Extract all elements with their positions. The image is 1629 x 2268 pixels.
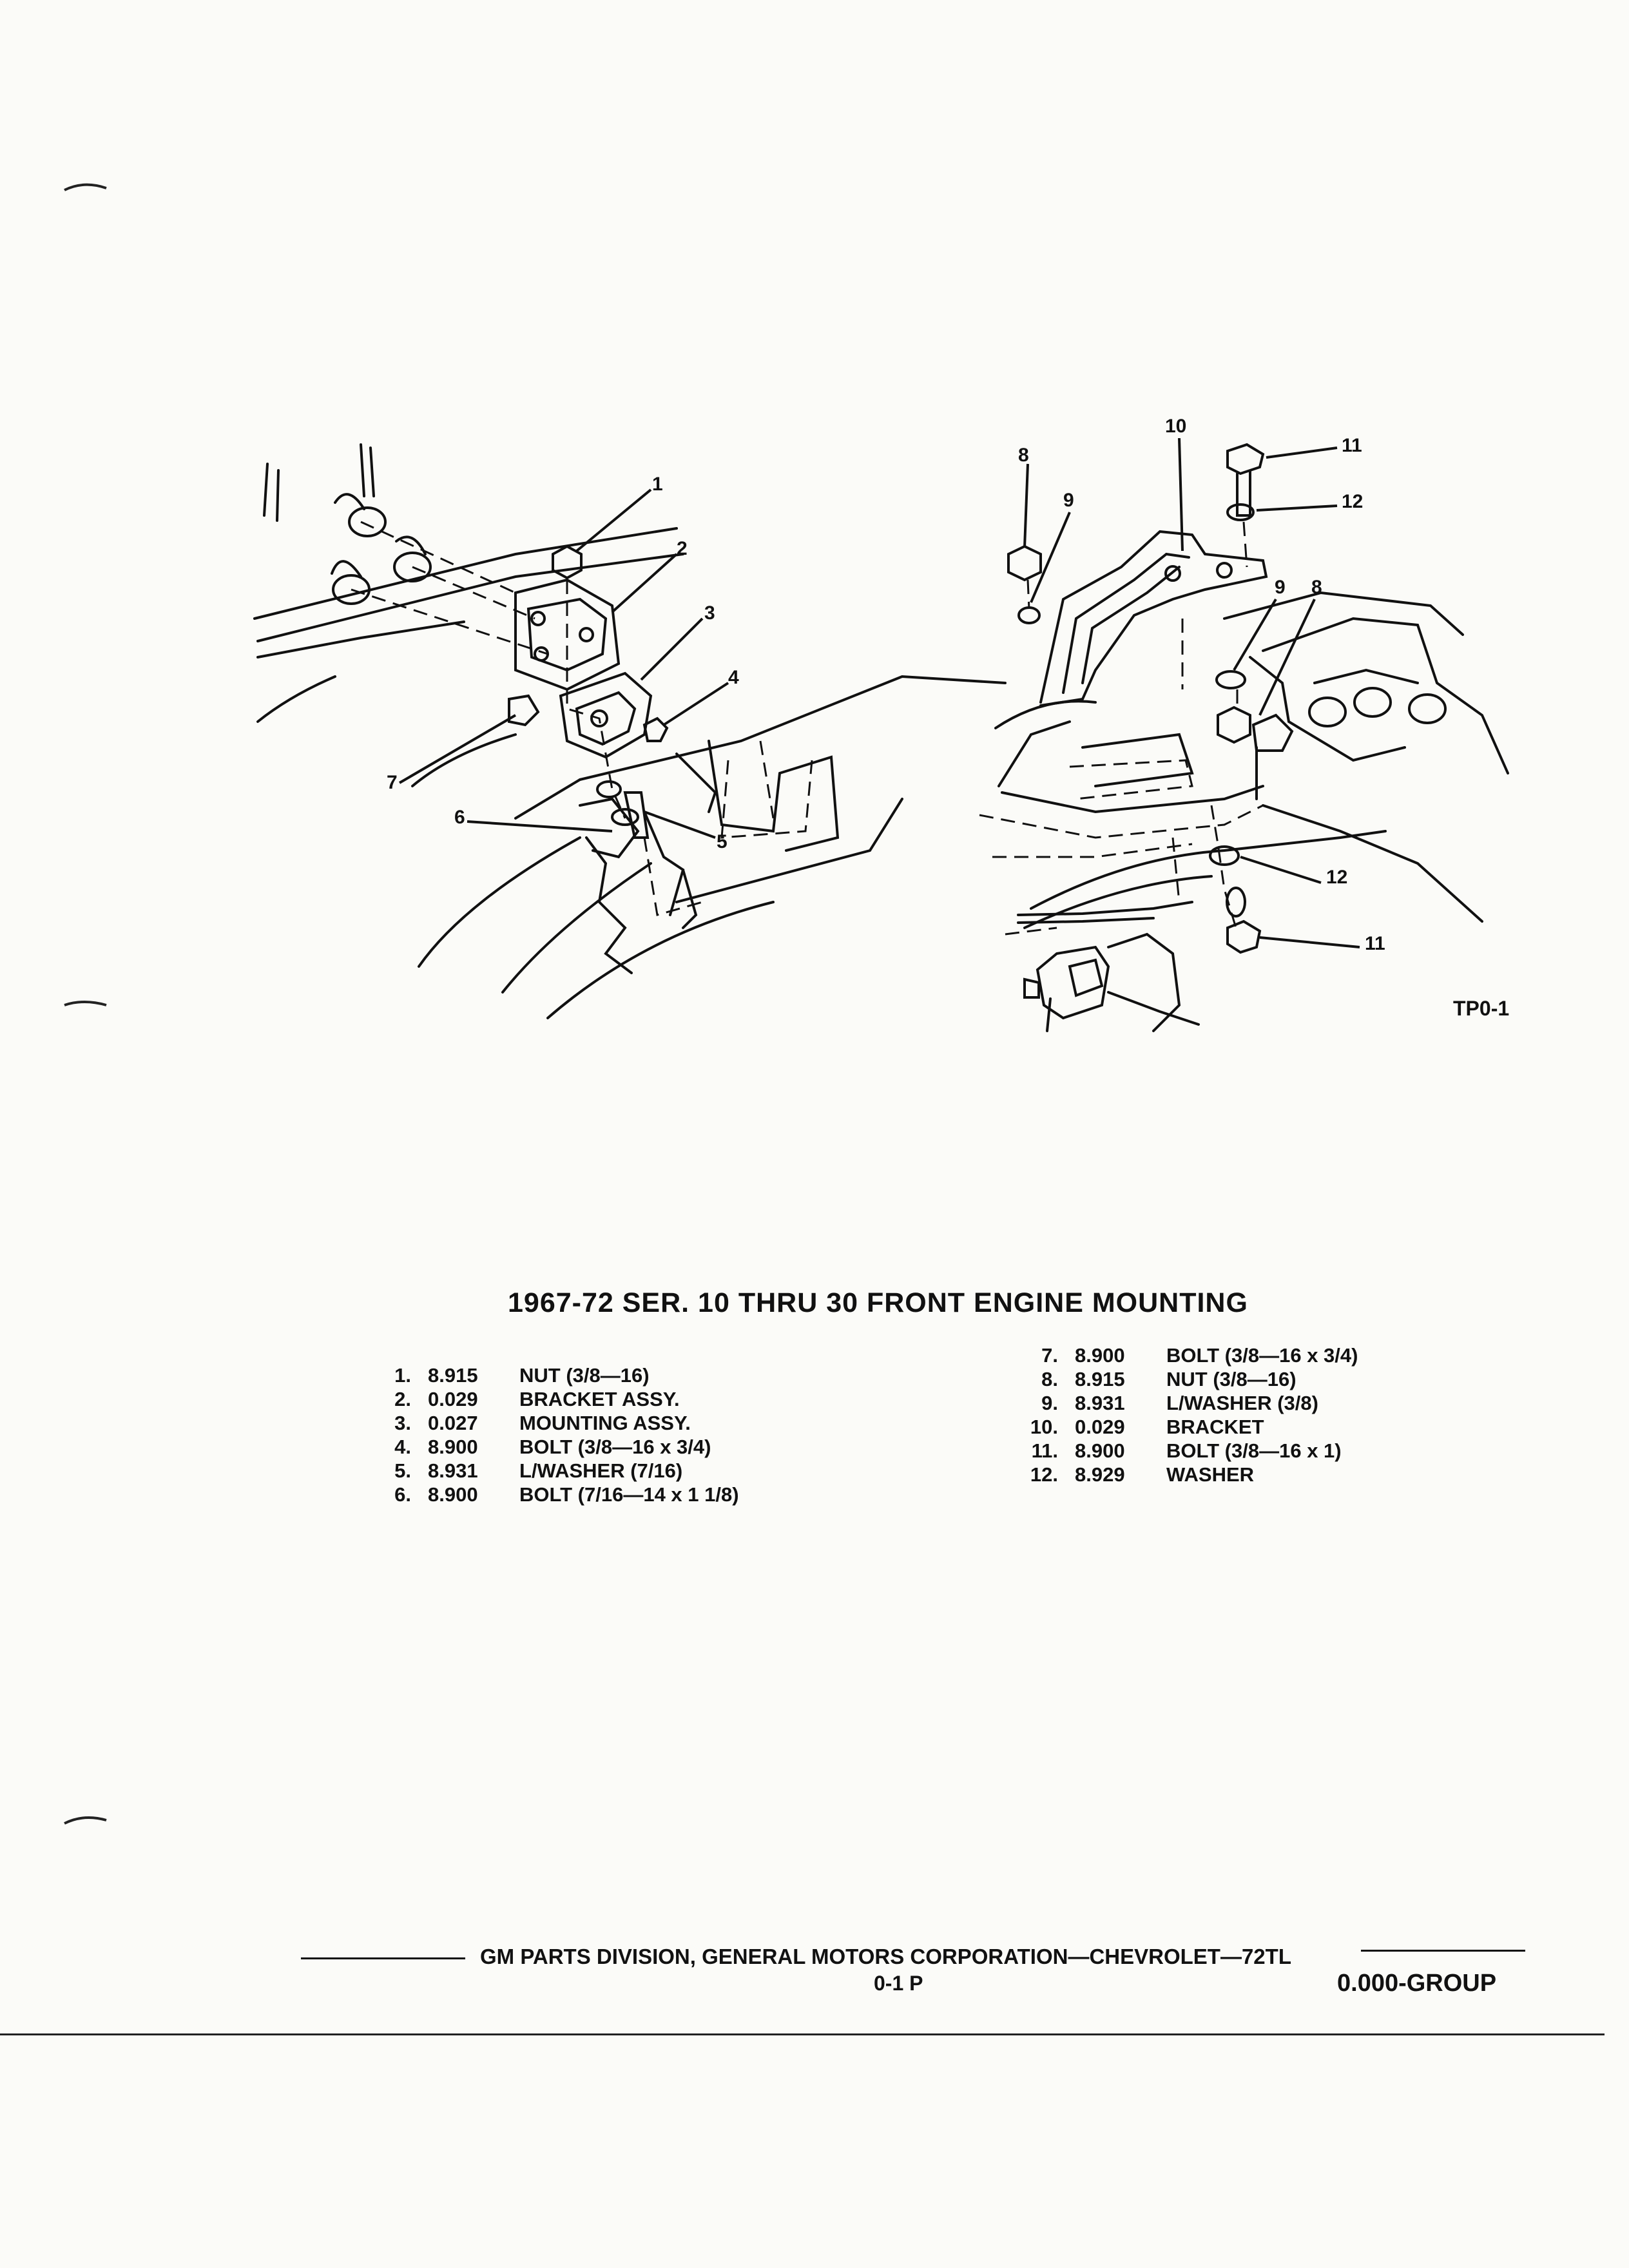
part-code: 8.900 — [1075, 1439, 1125, 1462]
part-number: 7. — [1041, 1344, 1058, 1367]
parts-row: 2. 0.029 BRACKET ASSY. — [362, 1387, 739, 1411]
part-code: 8.900 — [428, 1436, 478, 1458]
parts-row: 11. 8.900 BOLT (3/8—16 x 1) — [1009, 1439, 1358, 1463]
callout-5: 5 — [717, 831, 728, 852]
right-assembly-drawing — [994, 443, 1509, 1032]
part-number: 3. — [394, 1412, 411, 1434]
part-description: BOLT (3/8—16 x 1) — [1166, 1439, 1342, 1462]
part-description: BRACKET ASSY. — [519, 1388, 680, 1410]
part-code: 8.915 — [428, 1364, 478, 1387]
part-description: WASHER — [1166, 1463, 1255, 1486]
parts-list-left: 1. 8.915 NUT (3/8—16) 2. 0.029 BRACKET ASSY.… — [362, 1363, 739, 1506]
part-description: MOUNTING ASSY. — [519, 1412, 691, 1434]
part-code: 8.931 — [1075, 1392, 1125, 1414]
left-assembly-drawing — [253, 443, 1007, 1019]
parts-list-right: 7. 8.900 BOLT (3/8—16 x 3/4) 8. 8.915 NUT (3… — [1009, 1343, 1358, 1486]
parts-row: 7. 8.900 BOLT (3/8—16 x 3/4) — [1009, 1343, 1358, 1367]
part-description: L/WASHER (3/8) — [1166, 1392, 1318, 1414]
footer-division: GM PARTS DIVISION, GENERAL MOTORS CORPOR… — [480, 1945, 1291, 1968]
parts-row: 6. 8.900 BOLT (7/16—14 x 1 1/8) — [362, 1483, 739, 1506]
parts-row: 1. 8.915 NUT (3/8—16) — [362, 1363, 739, 1387]
part-description: NUT (3/8—16) — [1166, 1368, 1296, 1390]
part-number: 6. — [394, 1483, 411, 1506]
page-title: 1967-72 SER. 10 THRU 30 FRONT ENGINE MOU… — [508, 1287, 1248, 1318]
part-number: 5. — [394, 1459, 411, 1482]
part-code: 0.027 — [428, 1412, 478, 1434]
figure-code: TP0-1 — [1453, 997, 1510, 1020]
parts-row: 3. 0.027 MOUNTING ASSY. — [362, 1411, 739, 1435]
part-number: 8. — [1041, 1368, 1058, 1390]
part-code: 8.915 — [1075, 1368, 1125, 1390]
part-description: L/WASHER (7/16) — [519, 1459, 683, 1482]
punch-hole-marks — [64, 183, 107, 1825]
footer-rule-right — [1361, 1950, 1525, 1952]
callout-10: 10 — [1165, 416, 1187, 437]
part-code: 8.900 — [1075, 1344, 1125, 1367]
parts-row: 10. 0.029 BRACKET — [1009, 1415, 1358, 1439]
part-code: 8.900 — [428, 1483, 478, 1506]
callout-8-top: 8 — [1018, 445, 1029, 466]
callout-12-lower: 12 — [1326, 867, 1348, 888]
callout-9-top: 9 — [1063, 490, 1074, 511]
parts-row: 9. 8.931 L/WASHER (3/8) — [1009, 1391, 1358, 1415]
part-description: BOLT (7/16—14 x 1 1/8) — [519, 1483, 739, 1506]
callout-11-top: 11 — [1342, 435, 1362, 456]
left-dashed-lines — [351, 521, 813, 916]
page-number: 0-1 P — [874, 1972, 923, 1995]
footer-rule-left — [301, 1957, 465, 1959]
parts-row: 5. 8.931 L/WASHER (7/16) — [362, 1459, 739, 1483]
part-description: BOLT (3/8—16 x 3/4) — [1166, 1344, 1358, 1367]
part-number: 1. — [394, 1364, 411, 1387]
parts-row: 12. 8.929 WASHER — [1009, 1463, 1358, 1486]
left-leader-lines — [398, 488, 729, 839]
callout-7: 7 — [387, 772, 398, 793]
callout-1: 1 — [652, 474, 663, 495]
right-dashed-lines — [979, 521, 1264, 936]
callout-8-lower: 8 — [1311, 577, 1322, 598]
part-number: 2. — [394, 1388, 411, 1410]
part-code: 0.029 — [1075, 1416, 1125, 1438]
callout-4: 4 — [728, 667, 739, 688]
parts-row: 8. 8.915 NUT (3/8—16) — [1009, 1367, 1358, 1391]
callout-11-lower: 11 — [1365, 933, 1385, 954]
callout-3: 3 — [704, 602, 715, 624]
group-code: 0.000-GROUP — [1337, 1970, 1497, 1997]
part-number: 10. — [1030, 1416, 1058, 1438]
part-code: 8.929 — [1075, 1463, 1125, 1486]
parts-row: 4. 8.900 BOLT (3/8—16 x 3/4) — [362, 1435, 739, 1459]
bottom-rule — [0, 2033, 1605, 2035]
part-number: 4. — [394, 1436, 411, 1458]
callout-9-lower: 9 — [1275, 577, 1286, 598]
part-number: 11. — [1031, 1439, 1058, 1462]
part-code: 0.029 — [428, 1388, 478, 1410]
right-leader-lines — [1023, 437, 1360, 948]
part-code: 8.931 — [428, 1459, 478, 1482]
part-description: BRACKET — [1166, 1416, 1264, 1438]
callout-6: 6 — [454, 807, 465, 828]
part-number: 9. — [1041, 1392, 1058, 1414]
callout-2: 2 — [677, 538, 688, 559]
part-description: BOLT (3/8—16 x 3/4) — [519, 1436, 711, 1458]
part-number: 12. — [1030, 1463, 1058, 1486]
part-description: NUT (3/8—16) — [519, 1364, 650, 1387]
callout-12-top: 12 — [1342, 491, 1364, 512]
